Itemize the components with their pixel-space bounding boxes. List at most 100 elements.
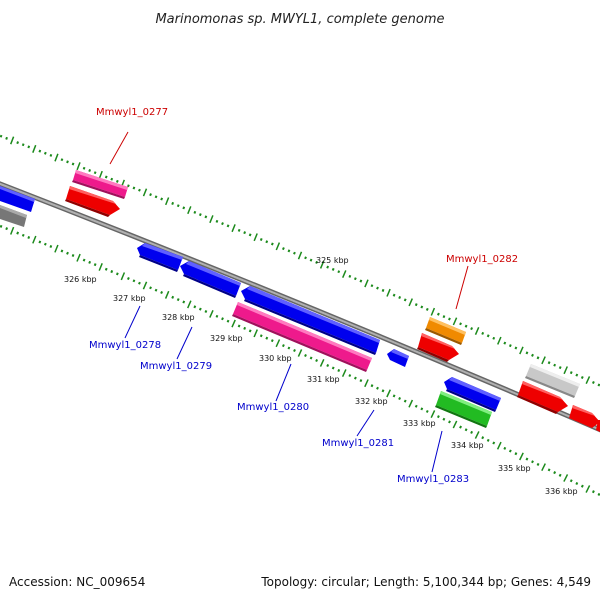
track-dot [104, 175, 108, 179]
track-dot [16, 141, 20, 145]
track-dot [71, 162, 75, 166]
gene-red-fwd-5[interactable] [596, 420, 600, 432]
gene-pink-rev[interactable] [232, 302, 372, 372]
gene-mmwyl1-0281[interactable] [387, 349, 409, 367]
track-tick-major [364, 279, 369, 288]
ruler-label: 329 kbp [210, 334, 243, 343]
track-dot [126, 276, 130, 281]
track-dot [436, 415, 440, 419]
gene-label-0278[interactable]: Mmwyl1_0278 [89, 340, 161, 351]
gene-gray-fwd[interactable] [525, 364, 580, 398]
track-tick-major [408, 298, 413, 307]
gene-red-fwd-3[interactable] [517, 381, 568, 414]
track-dot [591, 490, 595, 494]
gene-red-fwd-4[interactable] [569, 405, 600, 428]
track-dot [464, 428, 468, 432]
track-tick-major [319, 358, 325, 367]
track-tick-major [519, 452, 524, 461]
track-dot [38, 149, 42, 153]
track-dot [370, 284, 374, 288]
track-dot [359, 379, 363, 383]
gene-blue-left-edge[interactable] [0, 186, 35, 212]
track-tick-major [54, 153, 59, 162]
gene-mmwyl1-0283[interactable] [444, 377, 501, 412]
gene-label-0282[interactable]: Mmwyl1_0282 [446, 254, 518, 265]
track-dot [93, 171, 97, 175]
track-dot [448, 317, 451, 321]
track-tick-major [563, 366, 568, 375]
track-dot [315, 358, 319, 363]
track-dot [403, 399, 407, 403]
track-dot [5, 227, 9, 231]
track-dot [293, 348, 296, 353]
track-dot [281, 247, 285, 251]
track-tick-major [408, 399, 414, 408]
ruler-label: 332 kbp [355, 397, 388, 406]
ruler-label: 325 kbp [316, 256, 349, 265]
gene-green-rev[interactable] [435, 391, 492, 428]
track-dot [459, 425, 462, 429]
gene-label-0281[interactable]: Mmwyl1_0281 [322, 438, 394, 449]
track-dot [259, 334, 263, 338]
ruler-label: 335 kbp [498, 464, 531, 473]
track-tick-major [297, 251, 303, 260]
gene-mmwyl1-0282[interactable] [425, 317, 466, 345]
track-dot [381, 389, 385, 393]
track-dot [547, 468, 551, 472]
track-tick-major [54, 244, 59, 253]
track-dot [337, 369, 341, 372]
track-tick-major [32, 235, 37, 244]
track-tick-major [187, 206, 192, 215]
track-dot [425, 307, 429, 311]
track-dot [525, 351, 529, 355]
track-dot [304, 256, 307, 260]
track-dot [221, 317, 224, 321]
track-dot [508, 449, 512, 453]
gene-gray-left-edge[interactable] [0, 205, 27, 227]
track-dot [293, 251, 296, 255]
track-dot [481, 436, 485, 440]
track-dot [243, 326, 247, 330]
track-tick-major [98, 170, 103, 179]
track-dot [536, 462, 540, 466]
gene-mmwyl1-0280[interactable] [241, 286, 380, 355]
track-dot [503, 446, 507, 450]
track-dot [281, 344, 285, 348]
track-dot [591, 380, 595, 385]
gene-red-fwd-1[interactable] [65, 186, 120, 217]
gene-label-0277[interactable]: Mmwyl1_0277 [96, 107, 168, 118]
track-dot [304, 353, 307, 358]
gene-label-0279[interactable]: Mmwyl1_0279 [140, 361, 212, 372]
track-dot [66, 160, 69, 164]
gene-label-0280[interactable]: Mmwyl1_0280 [237, 402, 309, 413]
gene-red-fwd-2[interactable] [417, 333, 459, 362]
track-dot [237, 228, 241, 232]
track-tick-major [231, 224, 236, 233]
track-dot [575, 481, 579, 486]
gene-mmwyl1-0278[interactable] [137, 243, 183, 272]
gene-label-0283[interactable]: Mmwyl1_0283 [397, 474, 469, 485]
track-tick-major [496, 441, 502, 450]
track-dot [237, 324, 241, 328]
track-dot [226, 224, 230, 228]
ruler-label: 326 kbp [64, 275, 97, 284]
gene-mmwyl1-0277[interactable] [72, 170, 128, 199]
track-tick-major [474, 431, 480, 439]
track-tick-major [585, 376, 591, 385]
track-tick-major [585, 485, 591, 493]
track-dot [27, 236, 31, 239]
track-dot [442, 315, 446, 319]
track-dot [270, 242, 274, 246]
track-dot [597, 383, 600, 387]
ruler-label: 331 kbp [307, 375, 340, 384]
track-dot [470, 430, 474, 434]
track-dot [82, 258, 86, 262]
track-dot [265, 240, 269, 244]
track-dot [464, 324, 468, 328]
track-dot [215, 314, 219, 318]
track-dot [176, 298, 180, 302]
track-dot [353, 277, 357, 281]
track-tick-major [430, 307, 436, 316]
gene-mmwyl1-0279[interactable] [180, 261, 241, 298]
ruler-labels: 325 kbp 326 kbp 327 kbp 328 kbp 329 kbp … [64, 256, 578, 496]
